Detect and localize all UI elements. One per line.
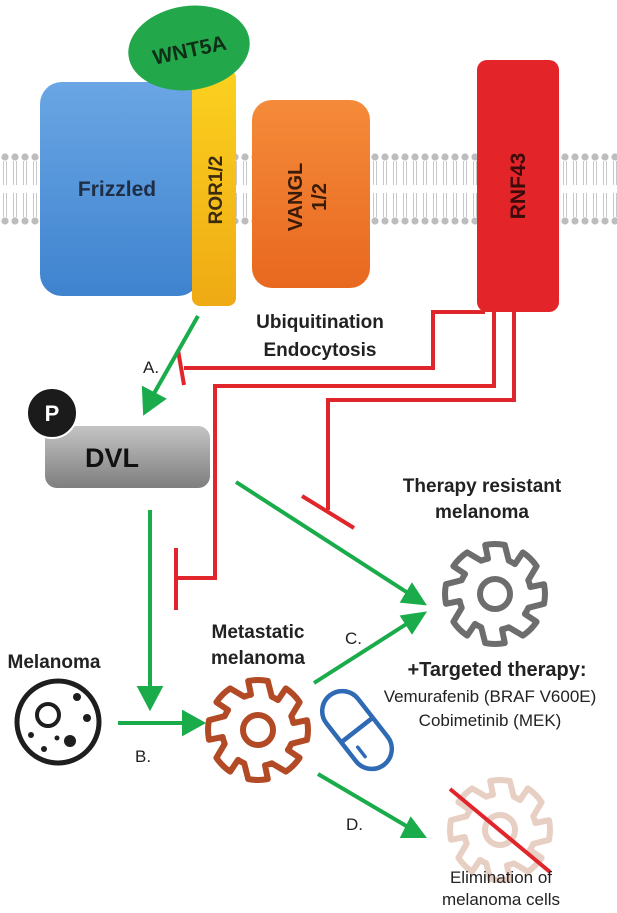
inhibition-bar-resistance bbox=[300, 494, 356, 530]
rnf43-inhibition-lines bbox=[174, 310, 516, 610]
resistant-label-line1: Therapy resistant bbox=[403, 476, 562, 497]
gear-hole bbox=[477, 576, 513, 612]
gear-hole bbox=[240, 712, 276, 748]
vangl-label-line2: 1/2 bbox=[309, 183, 331, 211]
arrow-dvl-resist-shaft bbox=[234, 480, 410, 595]
elimination-label-line2: melanoma cells bbox=[442, 890, 560, 908]
rnf43-receptor bbox=[477, 60, 559, 312]
metastatic-label-line1: Metastatic bbox=[212, 622, 305, 643]
inhibition-to-dvl-path bbox=[176, 312, 496, 580]
melanoma-cell bbox=[14, 678, 102, 766]
resistant-cell-gear-icon bbox=[442, 541, 548, 647]
arrow-dvl-down-head bbox=[136, 686, 164, 712]
gear-outline bbox=[205, 677, 311, 783]
gear-outline bbox=[447, 777, 553, 883]
phospho-badge bbox=[26, 387, 78, 439]
arrow-label-c: C. bbox=[345, 629, 362, 648]
arrow-b-head bbox=[182, 709, 207, 737]
gear-outline bbox=[442, 541, 548, 647]
arrow-a-shaft bbox=[150, 315, 200, 398]
frizzled-receptor bbox=[40, 82, 200, 296]
process-label-line1: Ubiquitination bbox=[256, 312, 384, 333]
dvl-label: DVL bbox=[85, 443, 139, 473]
inhibition-to-ror-dvl bbox=[184, 310, 485, 370]
arrow-label-b: B. bbox=[135, 747, 151, 766]
arrow-a-head bbox=[141, 385, 167, 416]
eliminated-cell-gear-icon bbox=[447, 777, 553, 883]
arrow-label-d: D. bbox=[346, 815, 363, 834]
metastatic-cell-gear-icon bbox=[205, 677, 311, 783]
phospho-label: P bbox=[45, 401, 60, 426]
metastatic-label-line2: melanoma bbox=[211, 648, 305, 669]
therapy-heading: +Targeted therapy: bbox=[407, 659, 586, 681]
elimination-label-line1: Elimination of bbox=[450, 868, 552, 887]
dvl-protein bbox=[45, 426, 210, 488]
ror-label: ROR1/2 bbox=[206, 156, 227, 225]
frizzled-label: Frizzled bbox=[78, 178, 156, 201]
resistant-label-line2: melanoma bbox=[435, 502, 529, 523]
arrow-d-head bbox=[399, 816, 427, 838]
pill-icon bbox=[319, 688, 395, 772]
process-label-line2: Endocytosis bbox=[264, 340, 377, 361]
rnf43-label: RNF43 bbox=[507, 153, 530, 220]
activation-arrows bbox=[118, 315, 428, 838]
arrow-d-shaft bbox=[316, 772, 410, 829]
melanoma-label: Melanoma bbox=[8, 652, 101, 673]
arrow-c-head bbox=[399, 611, 428, 635]
ror-receptor bbox=[192, 70, 236, 306]
wnt5a-ligand bbox=[128, 5, 250, 91]
arrow-label-a: A. bbox=[143, 358, 159, 377]
therapy-drug-2: Cobimetinib (MEK) bbox=[419, 711, 562, 730]
gear-hole bbox=[482, 812, 518, 848]
vangl-label-line1: VANGL bbox=[285, 163, 307, 232]
elimination-strike bbox=[448, 787, 552, 874]
arrow-dvl-resist-head bbox=[399, 582, 427, 606]
inhibition-bar-ror-dvl bbox=[176, 349, 186, 386]
arrow-c-shaft bbox=[312, 621, 410, 685]
vangl-receptor bbox=[252, 100, 370, 288]
inhibition-to-resistance bbox=[326, 312, 516, 510]
therapy-drug-1: Vemurafenib (BRAF V600E) bbox=[384, 687, 597, 706]
